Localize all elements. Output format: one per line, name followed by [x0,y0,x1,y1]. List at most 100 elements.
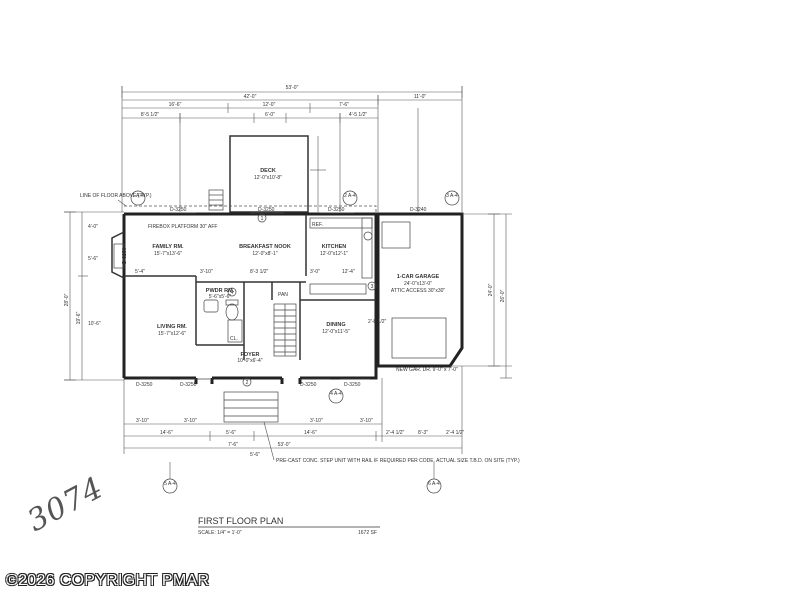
section-mark-s6: 6 A-4 [428,481,440,487]
dim-win-3: 3'-10" [310,418,323,424]
dim-int-4: 3'-0" [310,269,320,275]
family-size: 15'-7"x13'-6" [154,251,182,257]
garage-name: 1-CAR GARAGE [397,274,440,280]
window-w6: D-3250 [300,382,317,388]
dim-int-1: 5'-4" [135,269,145,275]
dim-sub-2: 6'-0" [265,112,275,118]
deck: DECK 12'-0"x10'-8" [208,135,326,213]
dining-name: DINING [326,322,345,328]
dim-sub-left: 19'-6" [76,311,82,324]
dim-bot-7: 8'-3" [418,430,428,436]
window-w1: D-3250 [170,207,187,213]
kitchen-size: 12'-0"x12'-1" [320,251,348,257]
door-tag-d3: 3 [371,284,374,290]
refrigerator-label: REF. [312,222,323,228]
door-tag-d4: 4 [231,290,234,296]
window-w4: D-3250 [136,382,153,388]
powder-fixtures [203,299,243,343]
door-tags: 1 2 3 4 [227,213,377,387]
dim-win-2: 3'-10" [184,418,197,424]
foyer-name: FOYER [241,352,260,358]
dim-seg-1: 16'-6" [169,102,182,108]
pantry-label: PAN [278,292,288,298]
dim-bottom-overall: 53'-0" [278,442,291,448]
room-labels: BREAKFAST NOOK 12'-0"x8'-1" KITCHEN 12'-… [152,222,350,364]
deck-size: 12'-0"x10'-8" [254,175,282,181]
dim-win-1: 3'-10" [136,418,149,424]
kitchen-name: KITCHEN [322,244,346,250]
floor-above-label: LINE OF FLOOR ABOVE (TYP.) [80,193,152,199]
attic-label: ATTIC ACCESS 30"x30" [391,288,446,294]
dim-int-2: 3'-10" [200,269,213,275]
dim-depth-far: 26'-0" [500,289,506,302]
copyright-watermark: ©2026 COPYRIGHT PMAR [6,572,210,589]
dim-house-width: 42'-0" [244,94,257,100]
dim-depth-left: 28'-0" [64,293,70,306]
interior-dimensions: 5'-4" 3'-10" 8'-3 1/2" 3'-0" 12'-4" 2'-8… [88,224,387,327]
door-tag-d2: 2 [246,380,249,386]
dim-bot-1: 14'-6" [160,430,173,436]
fireplace-label: FIREBOX PLATFORM 30" AFF [148,224,217,230]
plan-title: FIRST FLOOR PLAN [198,516,283,526]
stair [273,303,297,357]
living-size: 15'-7"x12'-6" [158,331,186,337]
bottom-dimensions: 3'-10" 3'-10" 3'-10" 3'-10" 14'-6" 5'-6"… [123,366,465,458]
window-w8: D-3250 [122,247,128,264]
dim-seg-2: 12'-0" [263,102,276,108]
side-dimensions: 28'-0" 19'-6" 24'-0" 26'-0" [64,211,512,381]
section-mark-s4: 4 A-4 [330,391,342,397]
section-mark-s1: 1 A-4 [132,193,144,199]
closet-label: CL. [230,336,238,342]
house-walls [122,205,378,384]
dim-bot-5: 5'-6" [250,452,260,458]
top-dimensions: 53'-0" 42'-0" 11'-0" 16'-6" 12'-0" 7'-6"… [121,85,463,212]
dim-side-2: 5'-6" [88,256,98,262]
breakfast-size: 12'-0"x8'-1" [252,251,277,257]
powder-size: 5'-6"x5'-6" [209,294,232,300]
dim-garage-width: 11'-0" [414,94,427,100]
dim-int-6: 2'-8 1/2" [368,319,387,325]
title-block: FIRST FLOOR PLAN SCALE: 1/4" = 1'-0" 167… [198,516,380,536]
dim-side-1: 4'-0" [88,224,98,230]
dim-bot-8: 2'-4 1/2" [446,430,465,436]
section-marks: 1 A-4 2 A-4 3 A-4 4 A-4 5 A-4 6 A-4 [130,190,460,494]
garage-size: 24'-0"x13'-0" [404,281,432,287]
window-w5: D-3250 [180,382,197,388]
plan-scale: SCALE: 1/4" = 1'-0" [198,530,242,536]
dim-win-4: 3'-10" [360,418,373,424]
garage: 1-CAR GARAGE 24'-0"x13'-0" ATTIC ACCESS … [376,212,464,373]
window-w7: D-3250 [344,382,361,388]
dim-sub-3: 4'-5 1/2" [349,112,368,118]
section-mark-s3: 3 A-4 [446,193,458,199]
kitchen-counters [309,217,373,295]
dim-bot-6: 2'-4 1/2" [386,430,405,436]
plan-area: 1672 SF [358,530,377,536]
dim-overall-top: 53'-0" [286,85,299,91]
floor-above-note: LINE OF FLOOR ABOVE (TYP.) [80,193,152,207]
window-w2: D-3250 [258,207,275,213]
section-mark-s2: 2 A-4 [344,193,356,199]
deck-name: DECK [260,168,276,174]
dim-sub-1: 8'-5 1/2" [141,112,160,118]
living-name: LIVING RM. [157,324,187,330]
step-note: PRE-CAST CONC. STEP UNIT WITH RAIL IF RE… [276,458,520,464]
powder-name: PWDR RM. [206,288,235,294]
dim-bot-3: 14'-6" [304,430,317,436]
dining-size: 12'-0"x11'-5" [322,329,350,335]
dim-side-3: 10'-6" [88,321,101,327]
dim-int-5: 12'-4" [342,269,355,275]
garage-door-label: NEW GAR. DR. 9'-0" x 7'-0" [396,367,458,373]
dim-depth-right: 24'-0" [488,283,494,296]
family-name: FAMILY RM. [152,244,184,250]
dim-seg-3: 7'-6" [339,102,349,108]
windows: D-3250 D-3250 D-3250 D-3240 D-3250 D-325… [122,207,427,388]
window-w9: D-3240 [410,207,427,213]
dim-bot-2: 5'-6" [226,430,236,436]
dim-bot-4: 7'-6" [228,442,238,448]
foyer-size: 10'-0"x6'-4" [237,358,262,364]
dim-int-3: 8'-3 1/2" [250,269,269,275]
section-mark-s5: 5 A-4 [164,481,176,487]
fireplace: FIREBOX PLATFORM 30" AFF [111,224,217,279]
window-w3: D-3250 [328,207,345,213]
